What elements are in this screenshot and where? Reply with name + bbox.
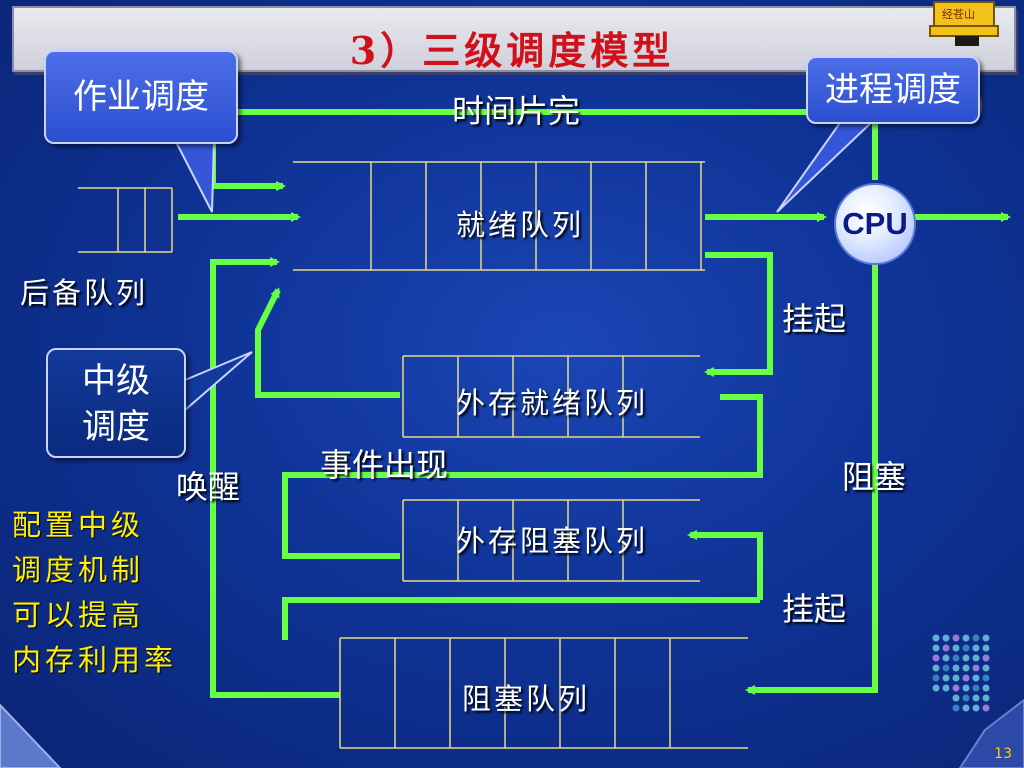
decorative-dot — [982, 634, 990, 642]
mid-callout-pointer — [184, 351, 253, 413]
suspend-label-2: 挂起 — [782, 590, 847, 628]
external-blocked-queue-label: 外存阻塞队列 — [456, 524, 649, 558]
process-scheduling-label: 进程调度 — [825, 70, 961, 110]
decorative-dot — [942, 674, 950, 682]
decorative-dot — [972, 634, 980, 642]
note-line2: 调度机制 — [12, 553, 145, 587]
note-line1: 配置中级 — [12, 508, 145, 542]
decorative-dot — [962, 654, 970, 662]
decorative-dot — [962, 704, 970, 712]
mid-scheduling-line1: 中级 — [82, 361, 150, 401]
note-line3: 可以提高 — [12, 598, 145, 632]
decorative-dot — [972, 654, 980, 662]
suspend-label-1: 挂起 — [782, 300, 847, 338]
decorative-dot — [932, 664, 940, 672]
logo-text: 经苍山 — [942, 8, 975, 21]
decorative-dot — [982, 644, 990, 652]
decorative-dot — [982, 674, 990, 682]
job-scheduling-label: 作业调度 — [73, 77, 209, 117]
decorative-dot — [962, 644, 970, 652]
event-occurs-path — [282, 394, 763, 559]
decorative-dot — [952, 684, 960, 692]
decorative-dot — [952, 644, 960, 652]
decorative-dot — [962, 674, 970, 682]
decorative-dot — [932, 654, 940, 662]
ready-queue-label: 就绪队列 — [456, 208, 585, 242]
decorative-dot — [962, 634, 970, 642]
decorative-dot — [952, 664, 960, 672]
ready-queue-shape — [293, 161, 705, 271]
decorative-dot — [972, 704, 980, 712]
process-scheduling-callout: 进程调度 — [806, 56, 980, 124]
decorative-dot — [982, 654, 990, 662]
decorative-dot — [972, 694, 980, 702]
decorative-dot — [952, 654, 960, 662]
job-callout-pointer — [173, 139, 216, 213]
backup-queue-shape — [78, 187, 173, 253]
corner-decoration — [0, 703, 62, 768]
decorative-dot — [942, 684, 950, 692]
activate-path — [255, 287, 400, 398]
blocked-queue-shape — [339, 637, 748, 749]
decorative-dot — [962, 694, 970, 702]
backup-queue-label: 后备队列 — [20, 276, 149, 310]
decorative-dot — [972, 644, 980, 652]
decorative-dot — [972, 674, 980, 682]
decorative-dot — [972, 664, 980, 672]
page-title: 3）三级调度模型 — [349, 28, 675, 73]
suspend-blocked-up — [687, 530, 763, 600]
decorative-dot — [942, 634, 950, 642]
decorative-dot — [942, 644, 950, 652]
event-occurs-label: 事件出现 — [320, 446, 449, 484]
note-text: 配置中级 调度机制 可以提高 内存利用率 — [12, 503, 177, 683]
wakeup-path — [210, 257, 340, 698]
mid-scheduling-line2: 调度 — [82, 407, 150, 447]
block-path — [745, 262, 878, 695]
time-slice-label: 时间片完 — [452, 92, 581, 130]
decorative-dot — [982, 694, 990, 702]
decorative-dot — [972, 684, 980, 692]
decorative-dot — [952, 694, 960, 702]
mid-scheduling-callout: 中级 调度 — [46, 348, 186, 458]
suspend-blocked-path — [282, 597, 700, 640]
decorative-dot — [942, 664, 950, 672]
external-ready-queue-label: 外存就绪队列 — [456, 386, 649, 420]
decorative-dot — [932, 674, 940, 682]
decorative-dot — [982, 704, 990, 712]
decorative-dot — [982, 684, 990, 692]
decorative-dot — [932, 684, 940, 692]
decorative-dot — [952, 674, 960, 682]
decorative-dot — [982, 664, 990, 672]
decorative-dot — [942, 654, 950, 662]
decorative-dot — [932, 634, 940, 642]
note-line4: 内存利用率 — [12, 643, 178, 677]
external-blocked-queue-shape — [402, 499, 700, 582]
external-ready-queue-shape — [402, 355, 700, 438]
decorative-dot — [952, 704, 960, 712]
decorative-dot — [962, 664, 970, 672]
decorative-dot — [962, 684, 970, 692]
suspend-ready-path — [704, 252, 773, 377]
block-label: 阻塞 — [842, 458, 907, 496]
cpu-node: CPU — [834, 183, 916, 265]
decorative-dot — [952, 634, 960, 642]
blocked-queue-label: 阻塞队列 — [462, 682, 591, 716]
decorative-dot — [932, 644, 940, 652]
wake-up-label: 唤醒 — [176, 468, 241, 506]
job-scheduling-callout: 作业调度 — [44, 50, 238, 144]
page-number: 13 — [994, 746, 1012, 762]
